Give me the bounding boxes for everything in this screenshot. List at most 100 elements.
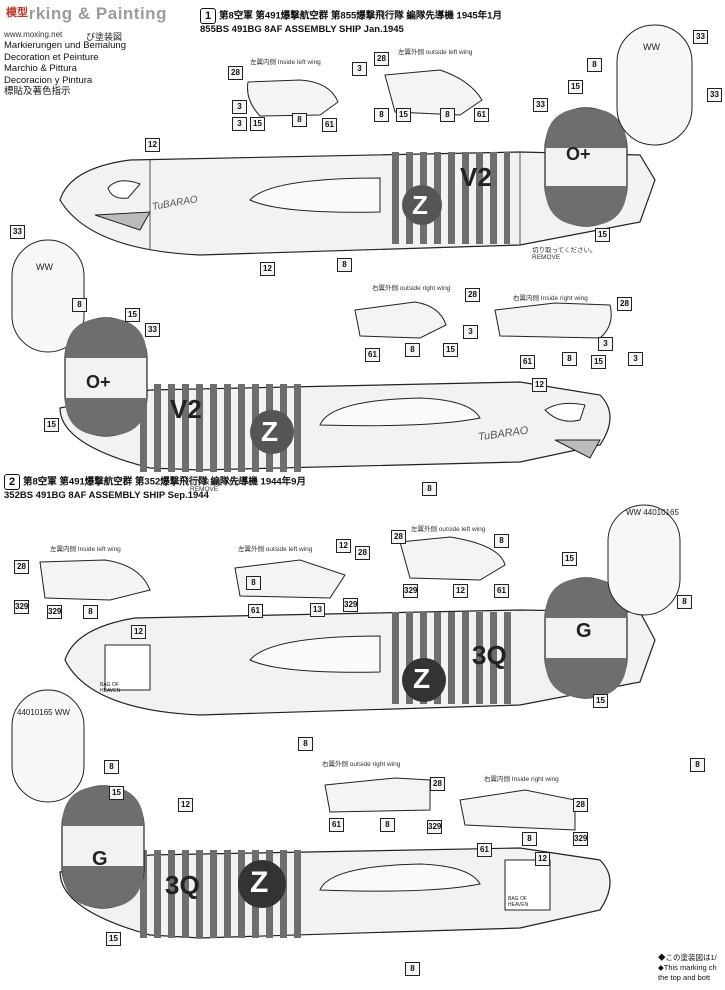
callout-box: 12	[145, 138, 160, 152]
callout-box: 8	[380, 818, 395, 832]
callout-box: 33	[145, 323, 160, 337]
callout-box: 8	[422, 482, 437, 496]
callout-box: 15	[44, 418, 59, 432]
callout-box: 28	[573, 798, 588, 812]
callout-box: 8	[677, 595, 692, 609]
fin-code-1-right: O+	[566, 144, 591, 164]
remove-jp: 切り取ってください。	[532, 247, 597, 254]
callout-box: 15	[443, 343, 458, 357]
callout-box: 15	[250, 117, 265, 131]
callout-box: 329	[573, 832, 588, 846]
remove-note: 切り取ってください。 REMOVE	[532, 244, 596, 261]
nose-name-2-right: BAG OF HEAVEN	[508, 896, 529, 908]
callout-box: 8	[337, 258, 352, 272]
plane-2-left-view	[64, 609, 656, 716]
wing-label: 左翼外側 outside left wing	[238, 546, 313, 553]
callout-box: 61	[477, 843, 492, 857]
callout-box: 3	[463, 325, 478, 339]
language-label: 標貼及著色指示	[4, 86, 71, 97]
code-1-left: V2	[460, 162, 492, 192]
callout-box: 15	[396, 108, 411, 122]
callout-box: 28	[430, 777, 445, 791]
jp-subtitle: び塗装図	[86, 32, 123, 42]
letter-1-left: Z	[412, 190, 428, 220]
callout-box: 329	[343, 598, 358, 612]
callout-box: 12	[260, 262, 275, 276]
fin-overview-2	[607, 504, 681, 616]
callout-box: 8	[587, 58, 602, 72]
serial-1: WW	[643, 42, 660, 52]
serial-1-left: WW	[36, 262, 53, 272]
callout-box: 61	[365, 348, 380, 362]
callout-box: 28	[374, 52, 389, 66]
callout-box: 8	[72, 298, 87, 312]
callout-box: 12	[453, 584, 468, 598]
footer-line: ◆This marking ch	[658, 963, 717, 972]
plane-2-right-view	[59, 847, 611, 939]
callout-box: 329	[427, 820, 442, 834]
callout-box: 15	[109, 786, 124, 800]
section-2-jp: 第8空軍 第491爆撃航空群 第352爆撃飛行隊 編隊先導機 1944年9月	[23, 476, 306, 488]
code-1-right: V2	[170, 394, 202, 424]
callout-box: 33	[10, 225, 25, 239]
callout-box: 8	[104, 760, 119, 774]
footer-line: the top and bott	[658, 973, 711, 982]
footer-notes: ◆この塗装図は1/ ◆This marking ch the top and b…	[658, 953, 717, 983]
wing-label: 左翼内側 Inside left wing	[50, 546, 121, 553]
callout-box: 15	[595, 228, 610, 242]
callout-box: 3	[598, 337, 613, 351]
footer-line: ◆この塗装図は1/	[658, 953, 717, 962]
callout-box: 33	[533, 98, 548, 112]
callout-box: 3	[232, 100, 247, 114]
tail-fin-1-right	[544, 107, 628, 227]
callout-box: 12	[532, 378, 547, 392]
nose-name-2-left: BAG OF HEAVEN	[100, 682, 121, 694]
callout-box: 28	[355, 546, 370, 560]
callout-box: 61	[329, 818, 344, 832]
callout-box: 15	[568, 80, 583, 94]
callout-box: 8	[374, 108, 389, 122]
fin-code-2-right: G	[576, 620, 592, 642]
callout-box: 8	[522, 832, 537, 846]
remove-jp: 切り取ってください。	[190, 479, 255, 486]
plane-1-left-view	[59, 151, 656, 256]
language-label: Decoration et Peinture	[4, 51, 99, 63]
callout-box: 8	[246, 576, 261, 590]
callout-box: 8	[83, 605, 98, 619]
fin-code-1-left: O+	[86, 372, 111, 392]
callout-box: 329	[403, 584, 418, 598]
tail-fin-2-left	[61, 785, 145, 909]
callout-box: 13	[310, 603, 325, 617]
serial-2: WW 44010165	[626, 508, 679, 517]
callout-box: 15	[591, 355, 606, 369]
callout-box: 15	[593, 694, 608, 708]
callout-box: 8	[440, 108, 455, 122]
code-2-left: 3Q	[472, 640, 507, 670]
callout-box: 28	[617, 297, 632, 311]
callout-box: 12	[535, 852, 550, 866]
section-1-jp: 第8空軍 第491爆撃航空群 第855爆撃飛行隊 編隊先導機 1945年1月	[219, 10, 502, 22]
remove-en: REMOVE	[532, 254, 561, 261]
section-1-en: 855BS 491BG 8AF ASSEMBLY SHIP Jan.1945	[200, 24, 404, 35]
callout-box: 8	[690, 758, 705, 772]
callout-box: 33	[707, 88, 722, 102]
callout-box: 3	[352, 62, 367, 76]
callout-box: 15	[125, 308, 140, 322]
callout-box: 28	[228, 66, 243, 80]
callout-box: 28	[14, 560, 29, 574]
wing-label: 左翼外側 outside left wing	[411, 526, 486, 533]
code-2-right: 3Q	[165, 870, 200, 900]
page-title: Marking & Painting	[4, 4, 167, 23]
remove-note: 切り取ってください。 REMOVE	[190, 476, 254, 493]
wing-label: 右翼外側 outside right wing	[372, 285, 451, 292]
fin-overview-2-left	[11, 689, 85, 803]
engine-views-1	[247, 69, 612, 339]
serial-2-left: 44010165 WW	[17, 708, 70, 717]
fin-overview-1	[616, 24, 693, 146]
language-list: Markierungen und Bemalung Decoration et …	[4, 40, 126, 98]
callout-box: 12	[131, 625, 146, 639]
section-2-en: 352BS 491BG 8AF ASSEMBLY SHIP Sep.1944	[4, 490, 209, 501]
